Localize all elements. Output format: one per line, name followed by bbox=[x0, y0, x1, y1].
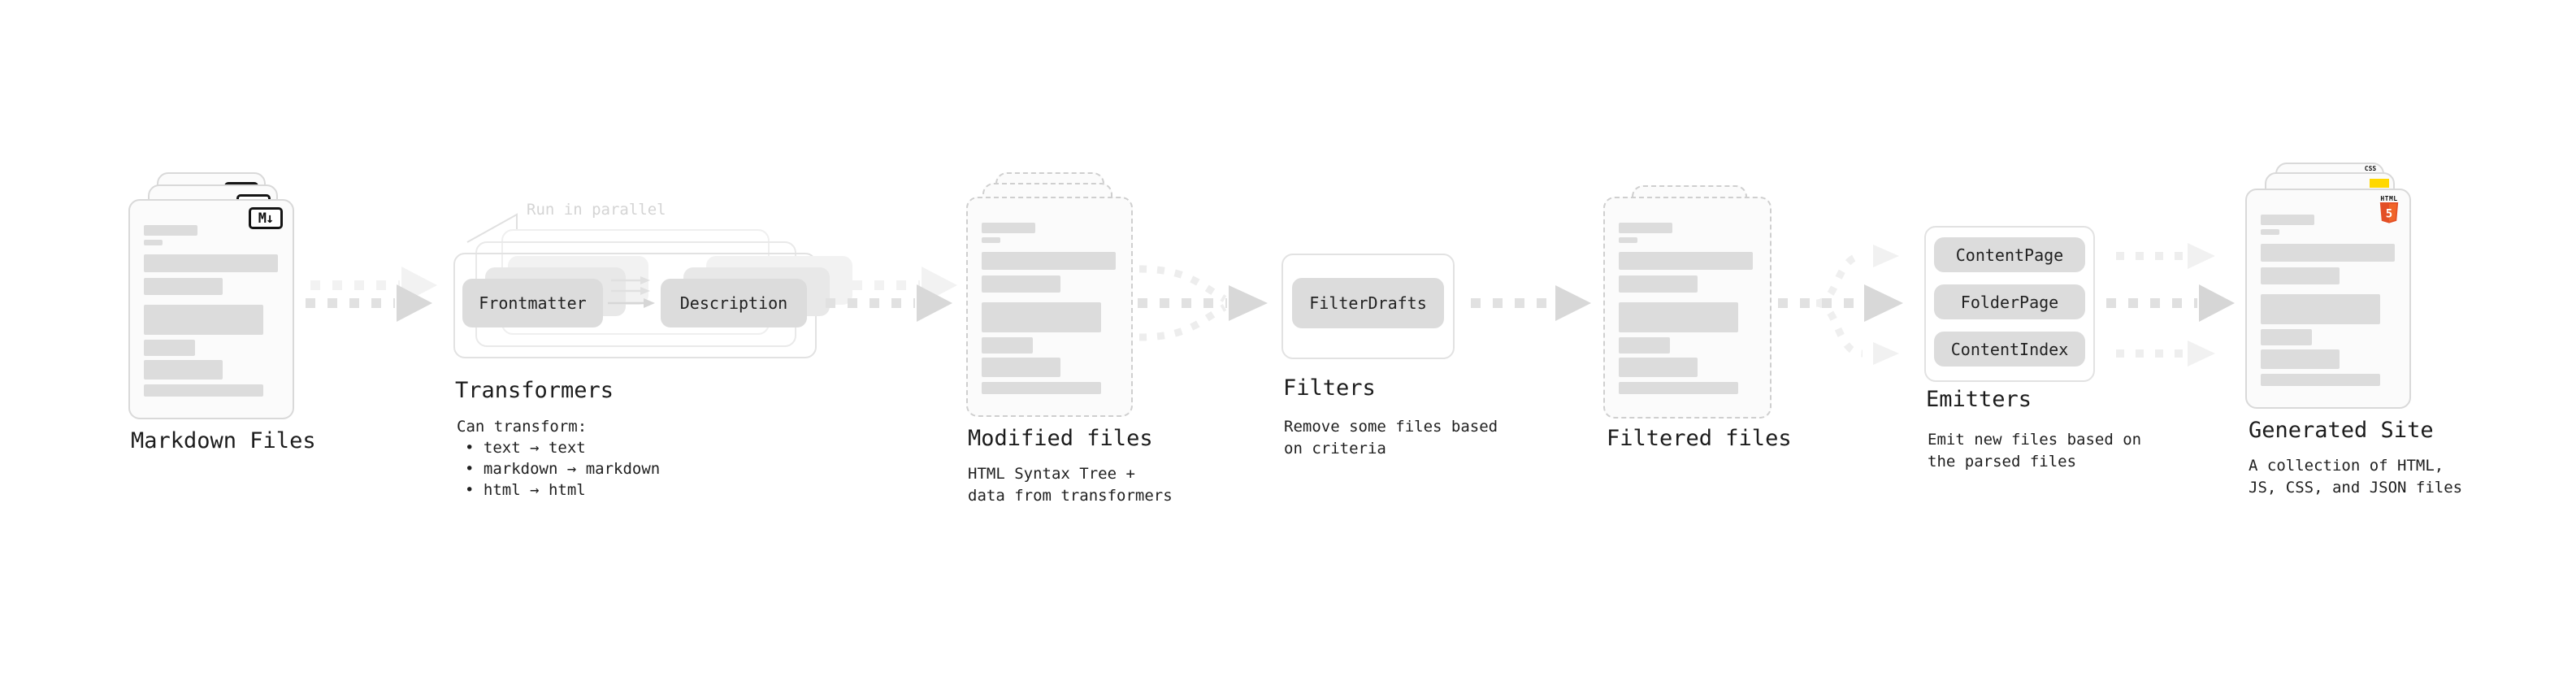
markdown-icon: M↓ bbox=[249, 207, 283, 229]
generated-site-title: Generated Site bbox=[2249, 418, 2434, 443]
generated-site-caption: A collection of HTML, JS, CSS, and JSON … bbox=[2249, 457, 2463, 497]
modified-file-card-front bbox=[966, 197, 1133, 417]
emitter-folderpage: FolderPage bbox=[1934, 284, 2085, 319]
transformer-description: Description bbox=[661, 279, 807, 327]
modified-files-caption: HTML Syntax Tree + data from transformer… bbox=[968, 465, 1173, 505]
flow-arrow-emitter-middle bbox=[2106, 284, 2235, 322]
flow-arrow-filtered-to-emitters bbox=[1778, 245, 1903, 365]
filtered-file-card-front bbox=[1603, 197, 1772, 419]
filters-title: Filters bbox=[1283, 375, 1376, 401]
parallel-callout-line bbox=[466, 213, 518, 243]
flow-arrow-markdown-to-transformers bbox=[306, 267, 437, 322]
placeholder-text-lines bbox=[982, 223, 1117, 394]
filter-filterdrafts: FilterDrafts bbox=[1292, 278, 1444, 328]
markdown-files-title: Markdown Files bbox=[131, 428, 316, 453]
parallel-mini-arrows bbox=[608, 276, 655, 308]
javascript-icon bbox=[2370, 179, 2389, 188]
flow-arrow-transformers-to-modified bbox=[826, 267, 957, 322]
svg-text:5: 5 bbox=[2386, 208, 2392, 221]
transformers-note: Can transform: • text → text • markdown … bbox=[457, 416, 660, 501]
generated-html-card: HTML 5 bbox=[2245, 189, 2411, 409]
filters-caption: Remove some files based on criteria bbox=[1284, 418, 1498, 458]
transformers-title: Transformers bbox=[455, 378, 614, 403]
placeholder-text-lines bbox=[2261, 215, 2396, 386]
transform-bullet: • text → text bbox=[465, 439, 586, 457]
emitters-caption: Emit new files based on the parsed files bbox=[1928, 431, 2142, 471]
transformer-frontmatter: Frontmatter bbox=[462, 279, 603, 327]
flow-arrow-emitter-top bbox=[2116, 243, 2215, 269]
run-in-parallel-label: Run in parallel bbox=[527, 201, 666, 219]
flow-arrow-emitter-bottom bbox=[2116, 340, 2215, 367]
markdown-file-card-front: M↓ bbox=[128, 199, 294, 419]
filters-frame bbox=[1281, 254, 1455, 359]
modified-files-title: Modified files bbox=[968, 426, 1153, 451]
emitters-frame bbox=[1924, 226, 2095, 382]
flow-arrow-filters-to-filtered bbox=[1471, 285, 1591, 321]
filtered-files-title: Filtered files bbox=[1607, 426, 1792, 451]
transform-bullet: • html → html bbox=[465, 481, 586, 499]
html5-icon: HTML 5 bbox=[2379, 195, 2400, 227]
transform-bullet: • markdown → markdown bbox=[465, 460, 661, 478]
placeholder-text-lines bbox=[1619, 223, 1756, 394]
emitter-contentindex: ContentIndex bbox=[1934, 332, 2085, 367]
emitters-title: Emitters bbox=[1926, 387, 2032, 412]
emitter-contentpage: ContentPage bbox=[1934, 237, 2085, 272]
can-transform-label: Can transform: bbox=[457, 418, 588, 436]
flow-arrow-modified-to-filters bbox=[1138, 265, 1268, 341]
placeholder-text-lines bbox=[144, 225, 279, 397]
